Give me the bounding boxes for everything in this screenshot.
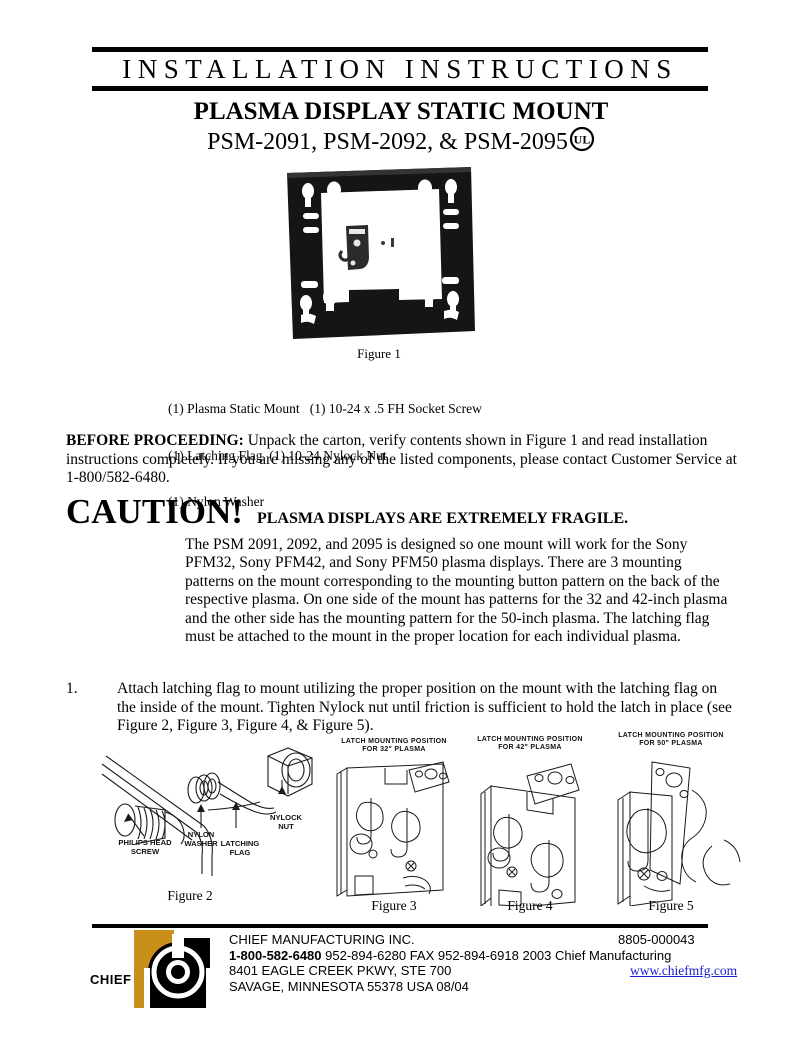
svg-text:UL: UL	[574, 133, 591, 147]
product-title: PLASMA DISPLAY STATIC MOUNT	[193, 98, 609, 125]
figure-2-image: PHILIPS HEAD SCREW NYLON WASHER LATCHING…	[100, 736, 315, 886]
before-proceeding-text: Unpack the carton, verify contents shown…	[66, 432, 737, 486]
footer-company-block: CHIEF MANUFACTURING INC. 1-800-582-6480 …	[229, 932, 671, 994]
caution-word: CAUTION!	[66, 492, 243, 531]
figure-5-caption: Figure 5	[648, 898, 694, 913]
figure-3-image: LATCH MOUNTING POSITION FOR 32" PLASMA	[325, 736, 463, 908]
footer-phone-line: 1-800-582-6480 952-894-6280 FAX 952-894-…	[229, 948, 671, 964]
callout-latching-flag-line2: FLAG	[230, 848, 251, 857]
chief-logo-wordmark: CHIEF	[90, 972, 132, 987]
parts-list-item: (1) Plasma Static Mount (1) 10-24 x .5 F…	[168, 401, 482, 416]
description-paragraph: The PSM 2091, 2092, and 2095 is designed…	[185, 536, 728, 646]
footer-part-number: 8805-000043	[618, 932, 695, 947]
callout-philips-head-screw-line2: SCREW	[131, 847, 160, 856]
figure-5-image: LATCH MOUNTING POSITION FOR 50" PLASMA	[600, 732, 742, 908]
header-rule-top	[92, 47, 708, 52]
caution-banner: CAUTION! PLASMA DISPLAYS ARE EXTREMELY FR…	[66, 492, 746, 532]
before-proceeding-paragraph: BEFORE PROCEEDING: Unpack the carton, ve…	[66, 432, 738, 488]
figure-5-heading-line1: LATCH MOUNTING POSITION	[618, 732, 724, 739]
callout-nylon-washer-line1: NYLON	[188, 830, 215, 839]
footer-website-link[interactable]: www.chiefmfg.com	[630, 963, 738, 978]
figure-4-caption: Figure 4	[507, 898, 553, 913]
product-models-text: PSM-2091, PSM-2092, & PSM-2095	[207, 129, 568, 155]
callout-latching-flag-line1: LATCHING	[221, 839, 260, 848]
figure-3-heading-line1: LATCH MOUNTING POSITION	[341, 738, 447, 745]
callout-nylock-nut-line2: NUT	[278, 822, 294, 831]
banner-title: INSTALLATION INSTRUCTIONS	[122, 54, 678, 84]
figure-4-image: LATCH MOUNTING POSITION FOR 42" PLASMA	[465, 736, 595, 908]
parts-list: (1) Plasma Static Mount (1) 10-24 x .5 F…	[168, 370, 482, 541]
callout-nylon-washer-line2: WASHER	[184, 839, 218, 848]
header-rule-bottom	[92, 86, 708, 91]
product-models: PSM-2091, PSM-2092, & PSM-2095 UL	[0, 126, 802, 159]
figure-2-caption: Figure 2	[167, 888, 213, 903]
figure-1-image	[279, 163, 479, 343]
step-item: 1. Attach latching flag to mount utilizi…	[66, 680, 738, 736]
parts-list-item: (1) Nylon Washer	[168, 494, 265, 509]
figure-3-heading-line2: FOR 32" PLASMA	[362, 746, 426, 753]
footer-address-line1: 8401 EAGLE CREEK PKWY, STE 700	[229, 963, 452, 978]
figure-4-heading-line2: FOR 42" PLASMA	[498, 744, 562, 751]
parts-list-item: (1) Latching Flag (1) 10-24 Nylock Nut	[168, 447, 387, 463]
callout-nylock-nut-line1: NYLOCK	[270, 813, 303, 822]
footer-company-name: CHIEF MANUFACTURING INC.	[229, 932, 415, 947]
before-proceeding-label: BEFORE PROCEEDING:	[66, 432, 244, 449]
step-text: Attach latching flag to mount utilizing …	[117, 680, 732, 734]
figure-5-heading-line2: FOR 50" PLASMA	[639, 740, 703, 747]
figures-row: PHILIPS HEAD SCREW NYLON WASHER LATCHING…	[0, 732, 802, 916]
figure-1-caption: Figure 1	[357, 346, 401, 361]
caution-statement: PLASMA DISPLAYS ARE EXTREMELY FRAGILE.	[256, 510, 629, 527]
chief-logo	[88, 930, 228, 1008]
ul-listed-icon: UL	[569, 126, 595, 159]
footer-address-line2: SAVAGE, MINNESOTA 55378 USA 08/04	[229, 978, 469, 994]
step-number: 1.	[66, 680, 78, 697]
footer-toll-free-phone: 1-800-582-6480	[229, 947, 322, 963]
footer-rule	[92, 924, 708, 928]
figure-4-heading-line1: LATCH MOUNTING POSITION	[477, 736, 583, 743]
callout-philips-head-screw-line1: PHILIPS HEAD	[118, 838, 172, 847]
footer-phone-fax-copyright: 952-894-6280 FAX 952-894-6918 2003 Chief…	[321, 947, 672, 963]
figure-3-caption: Figure 3	[371, 898, 417, 913]
